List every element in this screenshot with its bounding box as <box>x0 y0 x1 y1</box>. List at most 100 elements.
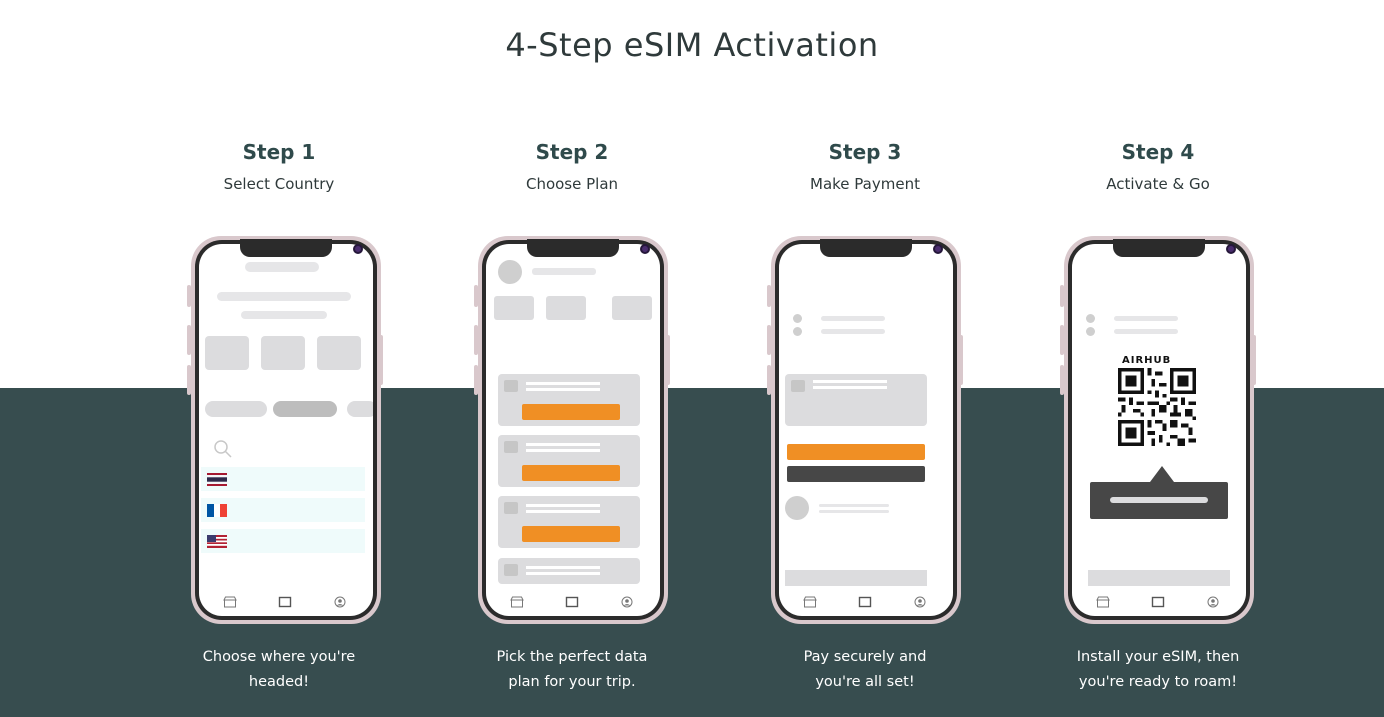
pay-button[interactable] <box>787 444 925 460</box>
phone-mockup <box>771 236 961 624</box>
placeholder-bar <box>819 504 889 507</box>
france-flag-icon <box>207 504 227 517</box>
step-name: Make Payment <box>810 175 920 193</box>
store-icon[interactable] <box>1096 596 1110 608</box>
plan-card[interactable] <box>498 374 640 426</box>
select-plan-button[interactable] <box>522 465 620 481</box>
placeholder-footer <box>1088 570 1230 586</box>
phone-side-button <box>474 325 478 355</box>
order-summary-card <box>785 374 927 426</box>
phone-mockup <box>478 236 668 624</box>
phone-screen <box>486 244 660 616</box>
step-description: Install your eSIM, then you're ready to … <box>1076 649 1240 690</box>
usa-flag-icon <box>207 535 227 548</box>
sim-card-icon[interactable] <box>278 596 292 608</box>
camera-icon <box>1226 244 1236 254</box>
plan-card[interactable] <box>498 496 640 548</box>
step-number: Step 2 <box>535 140 609 164</box>
step-description: Pick the perfect data plan for your trip… <box>496 649 648 690</box>
placeholder-bar <box>217 292 351 301</box>
store-icon[interactable] <box>803 596 817 608</box>
placeholder-footer <box>785 570 927 586</box>
plan-card[interactable] <box>498 558 640 584</box>
placeholder-bar <box>241 311 327 319</box>
phone-mockup <box>191 236 381 624</box>
search-icon[interactable] <box>213 439 233 459</box>
phone-side-button <box>379 335 383 385</box>
phone-notch <box>1113 239 1205 257</box>
placeholder-bar <box>821 316 885 321</box>
phone-notch <box>527 239 619 257</box>
region-tab-active[interactable] <box>273 401 337 417</box>
placeholder-bar <box>1114 329 1178 334</box>
country-row-usa[interactable] <box>201 529 365 553</box>
phone-notch <box>820 239 912 257</box>
placeholder-bar <box>819 510 889 513</box>
region-tab[interactable] <box>347 401 373 417</box>
install-tooltip <box>1090 482 1228 519</box>
camera-icon <box>353 244 363 254</box>
tooltip-arrow <box>1150 466 1174 482</box>
step-name: Choose Plan <box>525 175 619 193</box>
step-name: Select Country <box>223 175 335 193</box>
phone-side-button <box>187 365 191 395</box>
placeholder-tile <box>546 296 586 320</box>
step-number: Step 3 <box>828 140 902 164</box>
sim-card-icon[interactable] <box>565 596 579 608</box>
placeholder-bar <box>1114 316 1178 321</box>
phone-side-button <box>187 285 191 307</box>
placeholder-tile <box>261 336 305 370</box>
step-1-card: Step 1 Select Country <box>159 0 399 717</box>
placeholder-tile <box>317 336 361 370</box>
profile-icon[interactable] <box>620 596 634 608</box>
placeholder-tile <box>494 296 534 320</box>
step-name: Activate & Go <box>1106 175 1210 193</box>
phone-side-button <box>187 325 191 355</box>
qr-code-icon[interactable] <box>1118 368 1196 446</box>
phone-side-button <box>959 335 963 385</box>
region-tab[interactable] <box>205 401 267 417</box>
profile-icon[interactable] <box>913 596 927 608</box>
select-plan-button[interactable] <box>522 404 620 420</box>
country-row-france[interactable] <box>201 498 365 522</box>
avatar <box>785 496 809 520</box>
sim-card-icon[interactable] <box>858 596 872 608</box>
placeholder-bar <box>821 329 885 334</box>
store-icon[interactable] <box>223 596 237 608</box>
placeholder-dot <box>1086 314 1095 323</box>
country-row-thailand[interactable] <box>201 467 365 491</box>
camera-icon <box>640 244 650 254</box>
step-description: Pay securely and you're all set! <box>803 649 927 690</box>
placeholder-bar <box>532 268 596 275</box>
phone-notch <box>240 239 332 257</box>
placeholder-bar <box>245 262 319 272</box>
phone-side-button <box>767 325 771 355</box>
alt-pay-button[interactable] <box>787 466 925 482</box>
phone-side-button <box>474 365 478 395</box>
phone-side-button <box>1060 365 1064 395</box>
sim-card-icon[interactable] <box>1151 596 1165 608</box>
plan-card[interactable] <box>498 435 640 487</box>
profile-icon[interactable] <box>1206 596 1220 608</box>
avatar <box>498 260 522 284</box>
thailand-flag-icon <box>207 473 227 486</box>
phone-side-button <box>1060 285 1064 307</box>
store-icon[interactable] <box>510 596 524 608</box>
placeholder-dot <box>1086 327 1095 336</box>
profile-icon[interactable] <box>333 596 347 608</box>
placeholder-dot <box>793 314 802 323</box>
phone-side-button <box>1252 335 1256 385</box>
select-plan-button[interactable] <box>522 526 620 542</box>
placeholder-dot <box>793 327 802 336</box>
qr-brand-label: AIRHUB <box>1122 355 1172 366</box>
phone-side-button <box>1060 325 1064 355</box>
camera-icon <box>933 244 943 254</box>
step-2-card: Step 2 Choose Plan <box>452 0 692 717</box>
phone-side-button <box>767 365 771 395</box>
step-description: Choose where you're headed! <box>202 649 356 690</box>
phone-side-button <box>767 285 771 307</box>
step-4-card: Step 4 Activate & Go AIRHUB <box>1038 0 1278 717</box>
phone-mockup: AIRHUB <box>1064 236 1254 624</box>
phone-side-button <box>474 285 478 307</box>
step-number: Step 1 <box>242 140 316 164</box>
